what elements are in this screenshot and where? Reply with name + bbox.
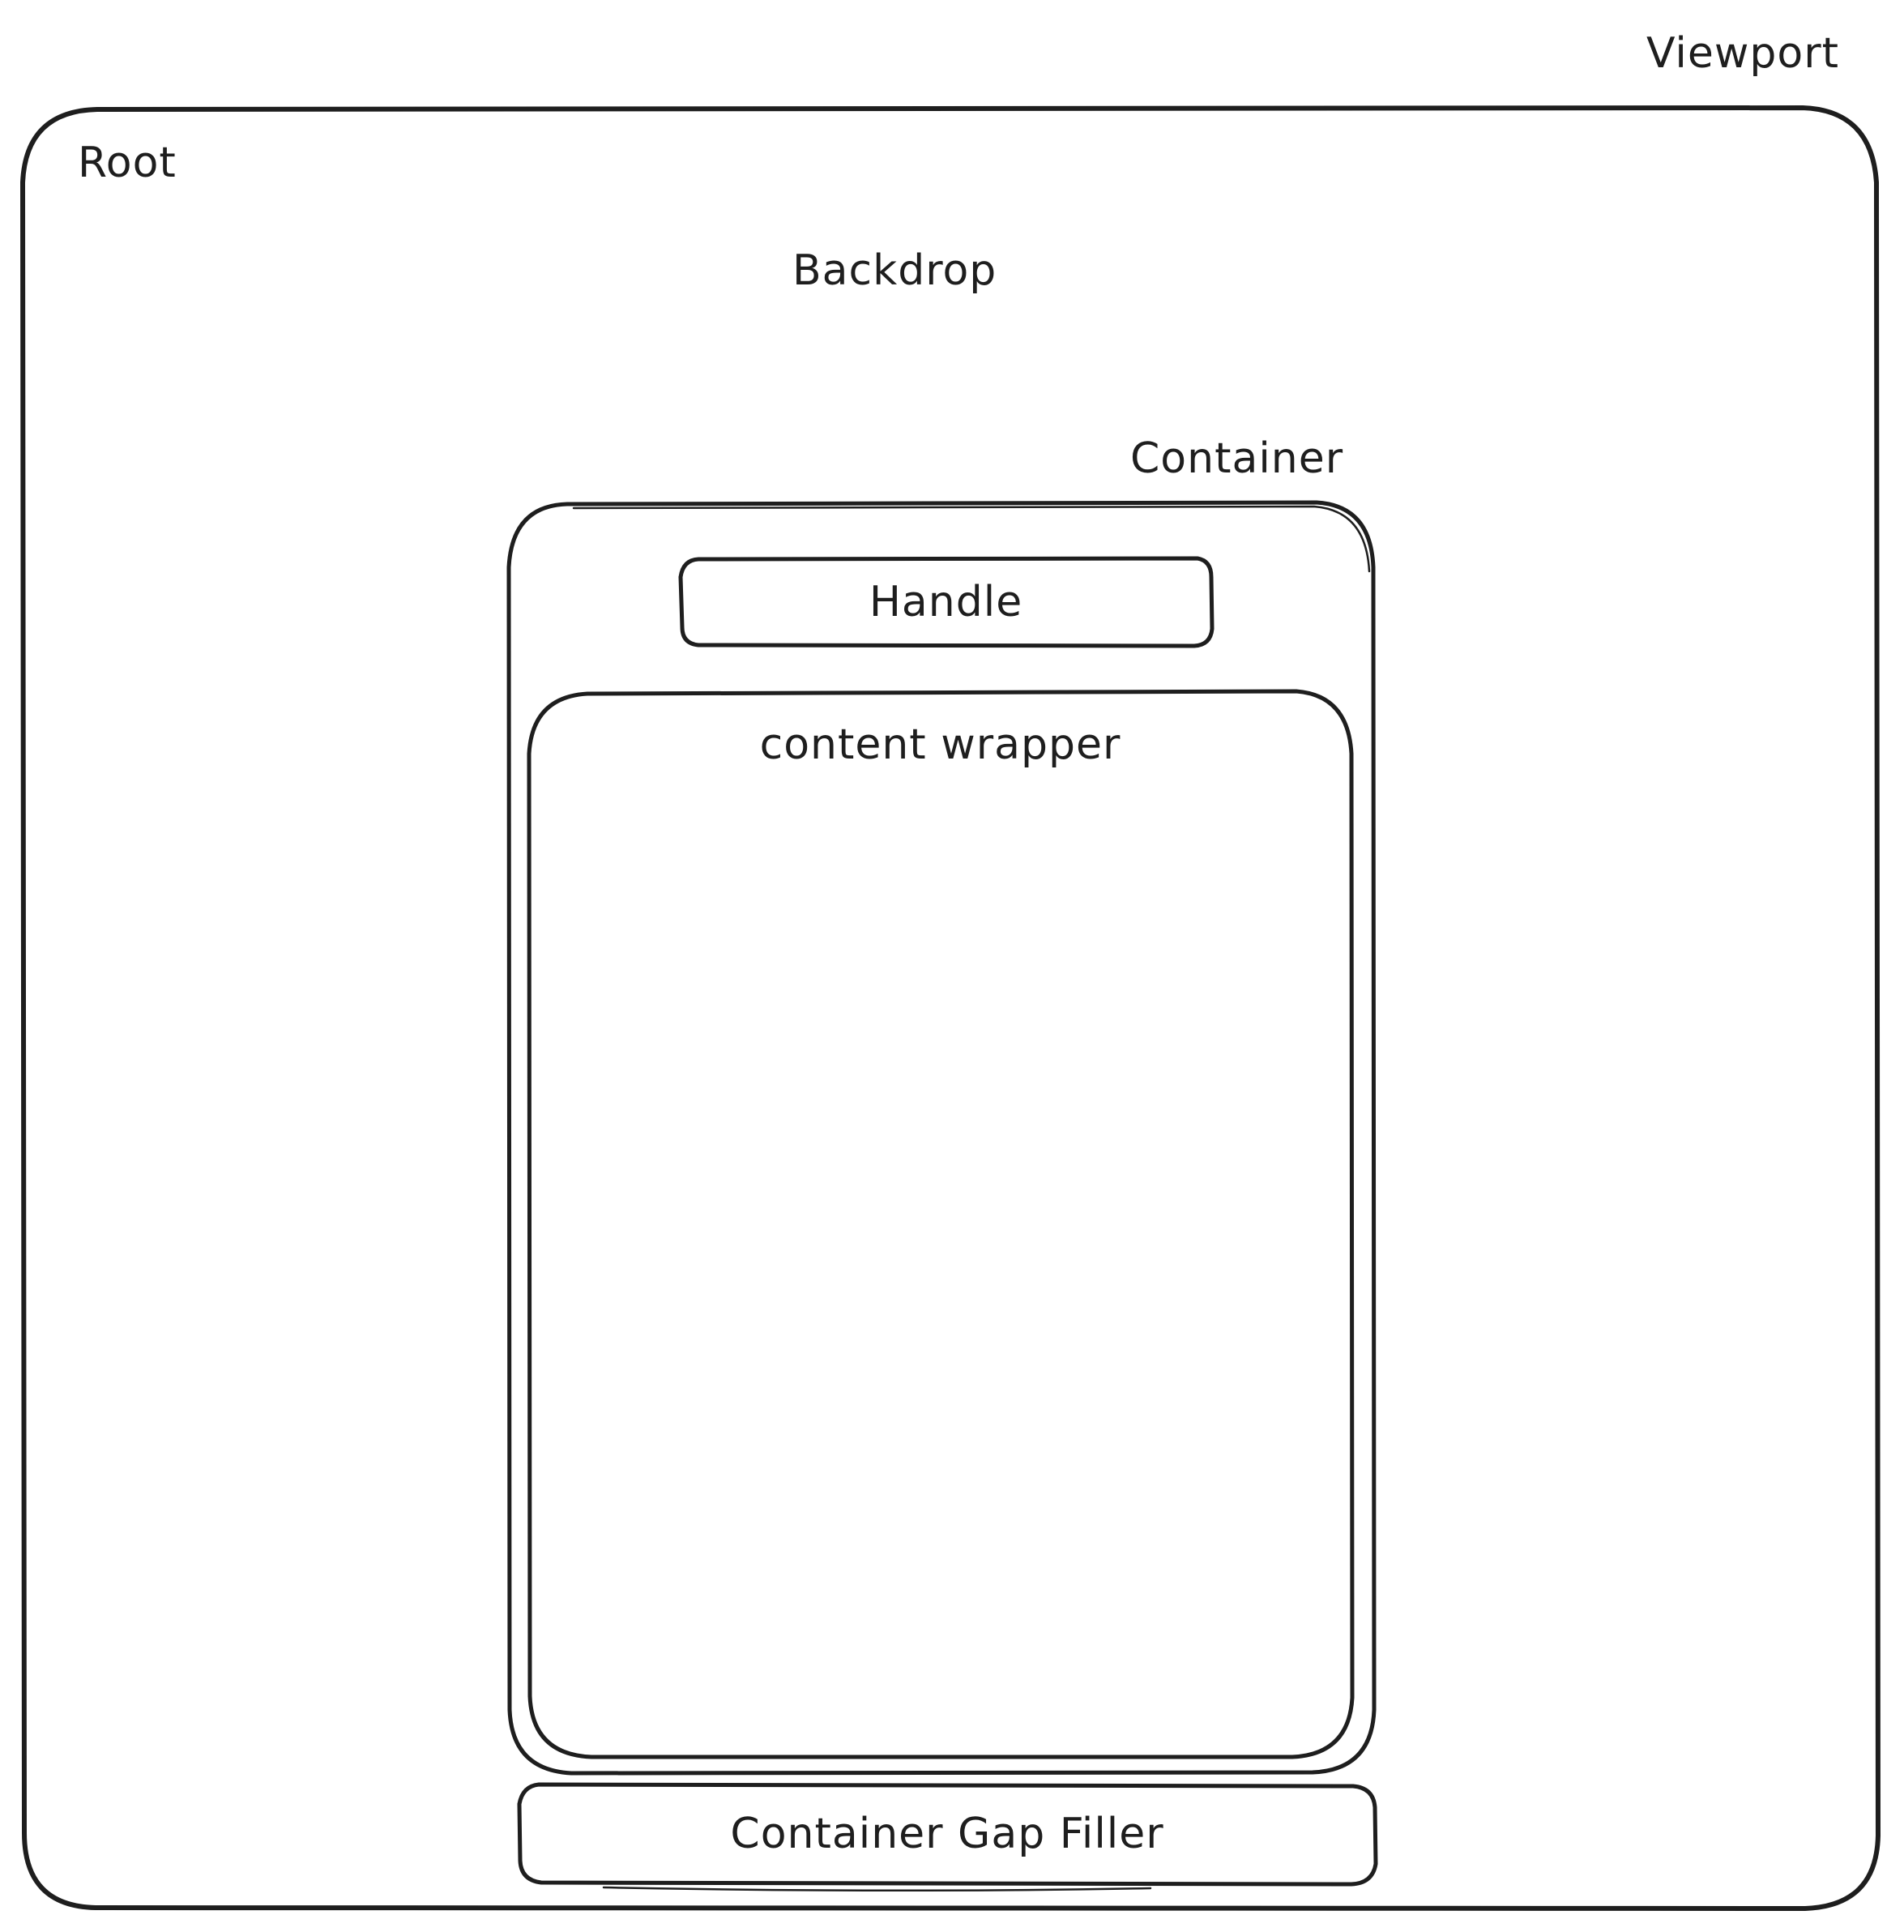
container-label: Container bbox=[1130, 434, 1344, 483]
handle-box: Handle bbox=[681, 558, 1211, 646]
backdrop-label: Backdrop bbox=[792, 246, 997, 295]
container-gap-filler-box: Container Gap Filler bbox=[519, 1783, 1375, 1884]
content-wrapper-box: content wrapper bbox=[529, 691, 1351, 1757]
handle-label: Handle bbox=[869, 577, 1023, 626]
container-gap-filler-label: Container Gap Filler bbox=[730, 1809, 1164, 1858]
viewport-label: Viewport bbox=[1646, 29, 1839, 78]
content-wrapper-label: content wrapper bbox=[759, 720, 1121, 769]
root-label: Root bbox=[78, 139, 177, 187]
